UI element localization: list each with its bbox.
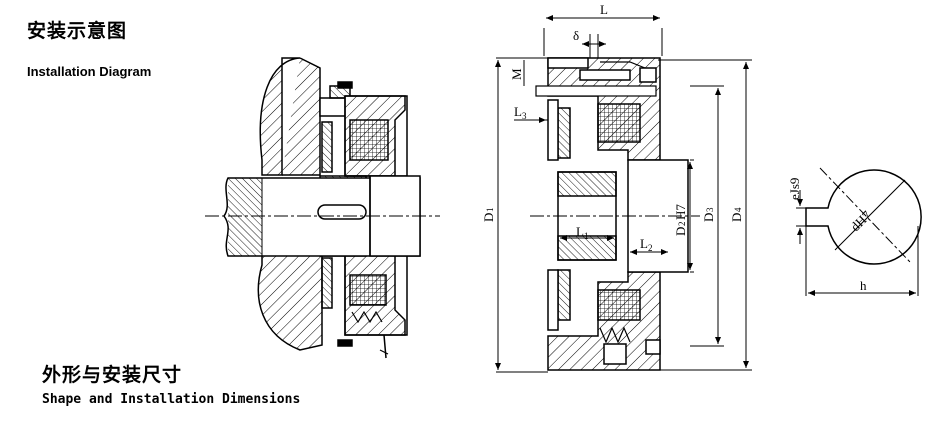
label-L2-sub: 2 bbox=[648, 243, 653, 253]
coil-upper bbox=[349, 119, 389, 161]
label-h: h bbox=[860, 278, 867, 293]
label-L: L bbox=[600, 2, 608, 17]
dimensions-title-cn: 外形与安装尺寸 bbox=[42, 364, 183, 386]
coil-lower bbox=[349, 274, 387, 306]
label-D2-sub: 2 bbox=[677, 222, 687, 227]
installation-diagram bbox=[205, 57, 440, 359]
label-L1-sub: 1 bbox=[584, 231, 589, 241]
coil-top bbox=[597, 103, 641, 143]
label-eJs9: eJs9 bbox=[787, 178, 802, 200]
bore-keyway-view: eJs9 dH7 h bbox=[787, 167, 922, 296]
label-D2-tail: H7 bbox=[673, 204, 688, 220]
label-D3: D bbox=[701, 213, 716, 222]
dimensions-title-en: Shape and Installation Dimensions bbox=[42, 392, 301, 407]
label-delta: δ bbox=[573, 28, 579, 43]
installation-title-cn: 安装示意图 bbox=[27, 20, 128, 42]
bore-outline bbox=[805, 169, 922, 265]
label-D4-sub: 4 bbox=[733, 207, 743, 212]
dimension-drawing: L δ M L 3 D 1 L 1 L 2 D 2 H7 D 3 D 4 bbox=[481, 2, 752, 373]
mounting-housing bbox=[259, 57, 301, 176]
keyway bbox=[317, 204, 367, 220]
label-L3-sub: 3 bbox=[522, 111, 527, 121]
coil-bottom bbox=[597, 289, 641, 321]
label-D4: D bbox=[729, 213, 744, 222]
label-D1-sub: 1 bbox=[485, 208, 495, 213]
label-D3-sub: 3 bbox=[705, 207, 715, 212]
label-D1: D bbox=[481, 213, 496, 222]
spring bbox=[351, 310, 383, 324]
label-L3: L bbox=[514, 104, 522, 119]
label-L2: L bbox=[640, 236, 648, 251]
label-D2: D bbox=[673, 227, 688, 236]
installation-title-en: Installation Diagram bbox=[27, 64, 152, 79]
label-L1: L bbox=[576, 224, 584, 239]
label-M: M bbox=[509, 68, 524, 80]
